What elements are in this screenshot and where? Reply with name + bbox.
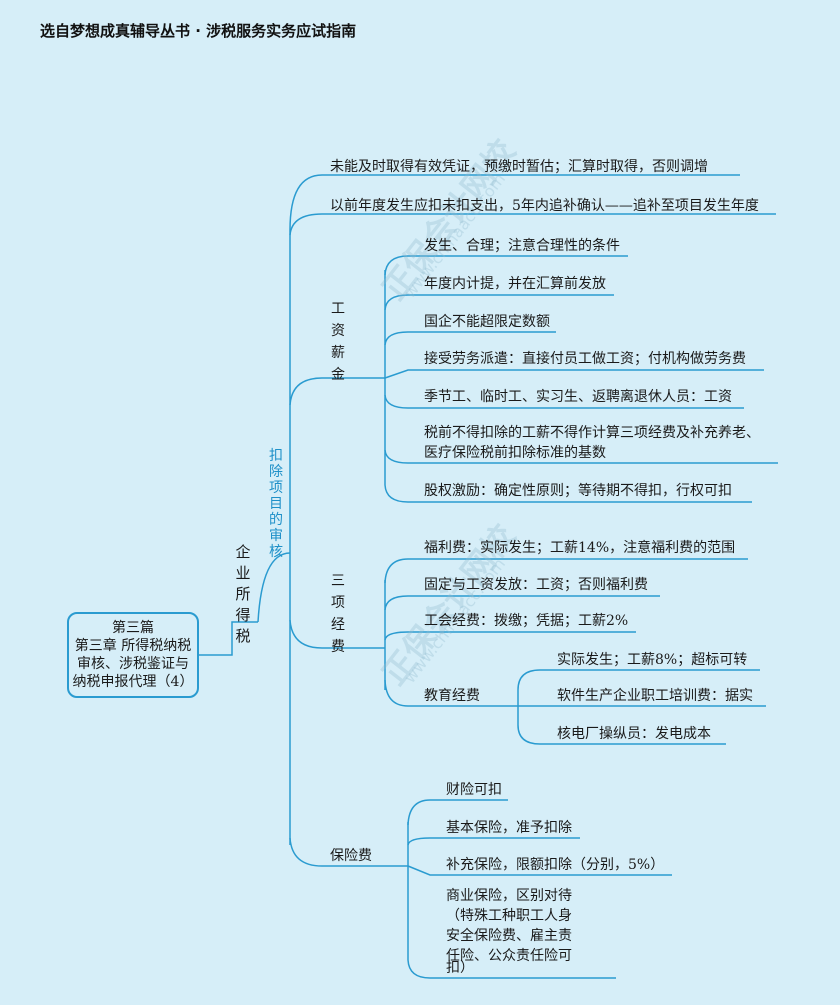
education-label: 教育经费 <box>424 688 480 704</box>
education-item-3: 核电厂操纵员：发电成本 <box>557 726 711 742</box>
connector-trunk-funds <box>289 619 385 649</box>
funds-item-3: 工会经费：拨缴；凭据；工薪2% <box>424 613 629 629</box>
funds-item-2: 固定与工资发放：工资；否则福利费 <box>424 577 648 593</box>
insurance-label: 保险费 <box>330 848 372 864</box>
root-node: 第三篇 第三章 所得税纳税 审核、涉税鉴证与 纳税申报代理（4） <box>67 612 199 698</box>
insurance-item-1: 财险可扣 <box>446 782 502 798</box>
insurance-commercial-2: （特殊工种职工人身 <box>446 908 572 924</box>
wages-item-2: 年度内计提，并在汇算前发放 <box>424 276 606 292</box>
insurance-item-2: 基本保险，准予扣除 <box>446 820 572 836</box>
wages-item-5: 季节工、临时工、实习生、返聘离退休人员：工资 <box>424 389 732 405</box>
funds-item-1: 福利费：实际发生；工薪14%，注意福利费的范围 <box>424 540 736 556</box>
wages-item-6a: 税前不得扣除的工薪不得作计算三项经费及补充养老、 <box>424 425 760 441</box>
root-line-3: 审核、涉税鉴证与 <box>77 656 189 672</box>
connector-trunk-top <box>289 174 740 231</box>
three-funds-label: 三项经费 <box>331 573 345 655</box>
wages-item-4: 接受劳务派遣：直接付员工做工资；付机构做劳务费 <box>424 351 746 367</box>
connector-trunk-wages <box>289 377 385 406</box>
insurance-commercial-4: 任险、公众责任险可 <box>446 948 572 964</box>
top-item-1: 未能及时取得有效凭证，预缴时暂估；汇算时取得，否则调增 <box>330 159 708 175</box>
connector-level1-level2 <box>257 552 291 623</box>
connector-trunk-insurance <box>289 837 408 867</box>
insurance-commercial-1: 商业保险，区别对待 <box>446 888 572 904</box>
wages-label: 工资薪金 <box>331 301 345 383</box>
insurance-commercial-3: 安全保险费、雇主责 <box>446 928 572 944</box>
level1-label: 企业所得税 <box>235 543 251 645</box>
connector-education <box>517 669 760 706</box>
education-item-1: 实际发生；工薪8%；超标可转 <box>557 652 748 668</box>
wages-item-1: 发生、合理；注意合理性的条件 <box>424 238 620 254</box>
insurance-item-3: 补充保险，限额扣除（分别，5%） <box>446 857 665 873</box>
root-line-4: 纳税申报代理（4） <box>72 674 194 690</box>
header-title: 选自梦想成真辅导丛书 · 涉税服务实务应试指南 <box>40 22 357 40</box>
wages-item-6b: 医疗保险税前扣除标准的基数 <box>424 445 606 461</box>
connector-root-level1 <box>199 621 258 656</box>
root-line-1: 第三篇 <box>112 620 154 636</box>
wages-item-7: 股权激励：确定性原则；等待期不得扣，行权可扣 <box>424 483 732 499</box>
insurance-commercial-5: 扣） <box>446 960 474 976</box>
top-item-2: 以前年度发生应扣未扣支出，5年内追补确认——追补至项目发生年度 <box>330 198 759 214</box>
level2-label: 扣除项目的审核 <box>269 448 283 560</box>
root-line-2: 第三章 所得税纳税 <box>74 638 192 654</box>
wages-item-3: 国企不能超限定数额 <box>424 314 550 330</box>
education-item-2: 软件生产企业职工培训费：据实 <box>557 688 753 704</box>
connector-top-2 <box>289 213 776 236</box>
